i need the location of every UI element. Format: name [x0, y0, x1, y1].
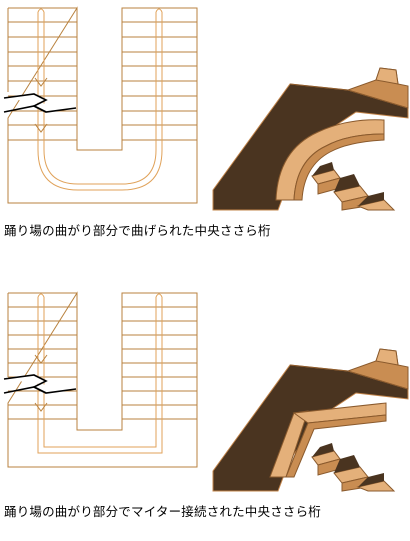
caption-curved-stringer: 踊り場の曲がり部分で曲げられた中央ささら桁	[4, 223, 271, 238]
plan-view-curved	[3, 6, 198, 204]
caption-mitered-stringer: 踊り場の曲がり部分でマイター接続された中央ささら桁	[4, 504, 322, 519]
zigzag-break-icon	[3, 374, 77, 394]
left-flight-treads-mitered	[8, 306, 77, 420]
isometric-view-curved	[212, 67, 409, 211]
panel-curved-stringer: 踊り場の曲がり部分で曲げられた中央ささら桁	[0, 0, 410, 270]
right-flight-treads-mitered	[122, 306, 197, 420]
right-flight-treads	[122, 21, 197, 141]
plan-view-mitered	[3, 291, 198, 468]
panel-mitered-stringer: 踊り場の曲がり部分でマイター接続された中央ささら桁	[0, 271, 410, 541]
left-flight-treads	[8, 21, 77, 141]
isometric-view-mitered	[212, 348, 409, 492]
curved-stringer-path	[37, 8, 163, 191]
mitered-stringer-path	[37, 293, 163, 454]
zigzag-break-icon	[3, 93, 77, 113]
